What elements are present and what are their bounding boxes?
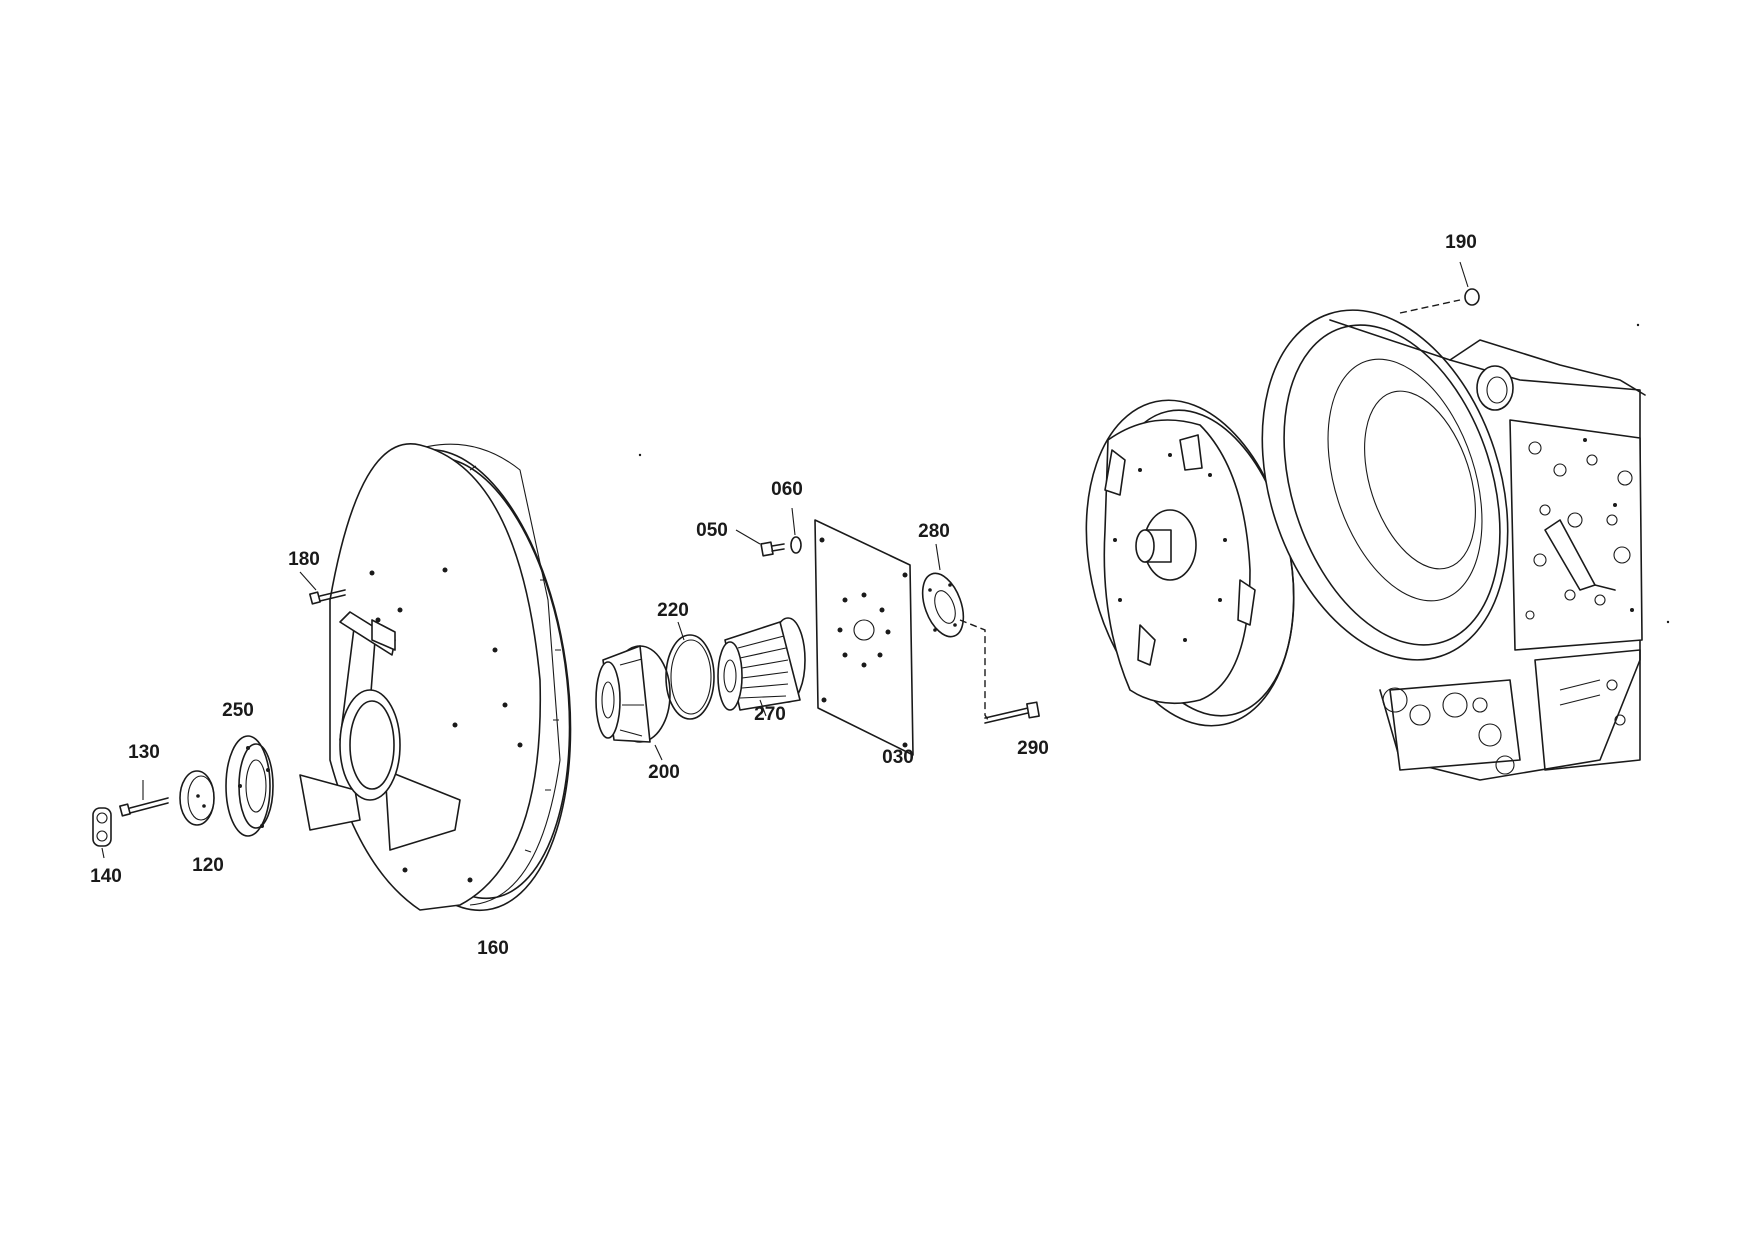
transmission-housing — [1261, 261, 1646, 781]
callout-160: 160 — [477, 938, 509, 959]
washer-060 — [790, 507, 802, 554]
callout-200: 200 — [648, 762, 680, 783]
lock-plate-140 — [92, 807, 112, 859]
callout-220: 220 — [657, 600, 689, 621]
callout-270: 270 — [754, 704, 786, 725]
callout-250: 250 — [222, 700, 254, 721]
disc-120 — [179, 770, 215, 826]
callout-280: 280 — [918, 521, 950, 542]
bolt-180 — [299, 571, 346, 605]
hub-flange-250 — [225, 735, 274, 837]
ring-280 — [921, 543, 989, 721]
callout-050: 050 — [696, 520, 728, 541]
callout-060: 060 — [771, 479, 803, 500]
flywheel-housing-160 — [299, 443, 572, 912]
bearing-200 — [595, 645, 671, 761]
bolt-050 — [735, 529, 785, 557]
control-plate-holes — [1525, 438, 1634, 620]
callout-140: 140 — [90, 866, 122, 887]
callout-290: 290 — [1017, 738, 1049, 759]
callout-180: 180 — [288, 549, 320, 570]
bolt-130 — [119, 780, 169, 817]
bolt-290 — [984, 701, 1040, 724]
callout-130: 130 — [128, 742, 160, 763]
callout-120: 120 — [192, 855, 224, 876]
splined-shaft-270 — [717, 617, 806, 717]
callout-190: 190 — [1445, 232, 1477, 253]
callout-030: 030 — [882, 747, 914, 768]
plate-030 — [814, 519, 914, 756]
snap-ring-220 — [665, 621, 715, 720]
